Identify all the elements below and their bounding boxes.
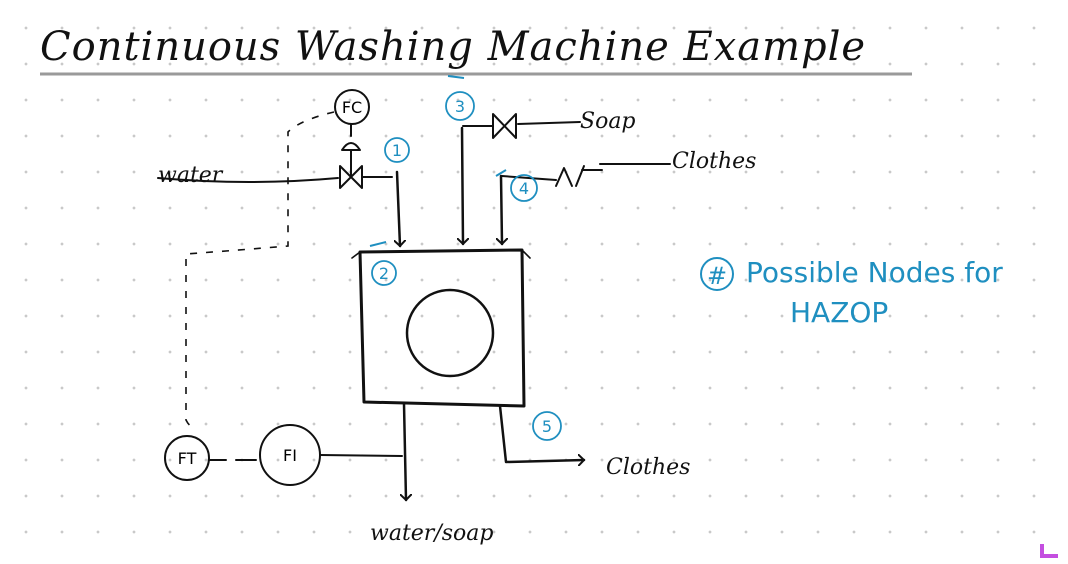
water-line [157,177,339,183]
fi-label: FI [283,446,297,465]
legend-line-2: HAZOP [790,296,888,329]
soap-label: Soap [580,109,636,134]
ft-label: FT [178,449,197,468]
fc-label: FC [342,98,362,117]
svg-text:5: 5 [542,417,552,436]
legend: # Possible Nodes for HAZOP [700,256,1003,329]
washing-machine [358,248,526,408]
clothes-outlet-arrow [498,404,584,462]
node-marker-3: 3 [445,91,475,121]
fi-line [319,454,403,457]
page-title: Continuous Washing Machine Example [40,24,866,70]
legend-line-1: Possible Nodes for [746,256,1003,289]
svg-text:1: 1 [392,141,402,160]
clothes-feeder [555,165,603,187]
clothes-inlet-arrow [501,174,502,244]
ft-transmitter [164,435,210,481]
node-marker-4: 4 [510,174,538,202]
water-label: water [158,163,224,188]
node-marker-5: 5 [532,411,562,441]
svg-text:3: 3 [455,97,465,116]
svg-text:4: 4 [519,179,529,198]
signal-line [185,111,335,429]
legend-node-icon [700,257,734,291]
water-control-valve [339,123,363,189]
soap-inlet-arrow [462,126,463,244]
legend-symbol: # [707,262,727,290]
node-tick-marks [369,75,507,247]
machine-drum [405,288,495,378]
svg-text:2: 2 [379,264,389,283]
soap-line [517,121,581,125]
fc-controller [334,89,370,125]
clothes-out-label: Clothes [606,455,690,480]
clothes-line-after-feeder [501,175,557,181]
clothes-in-label: Clothes [672,149,756,174]
water-inlet-arrow [397,170,400,246]
outlet-label: water/soap [370,521,493,546]
water-soap-outlet-arrow [404,402,406,500]
soap-valve [492,113,517,139]
node-marker-1: 1 [384,137,410,163]
node-marker-2: 2 [371,260,397,286]
machine-top-edge [351,249,531,259]
corner-mark [1040,544,1058,558]
